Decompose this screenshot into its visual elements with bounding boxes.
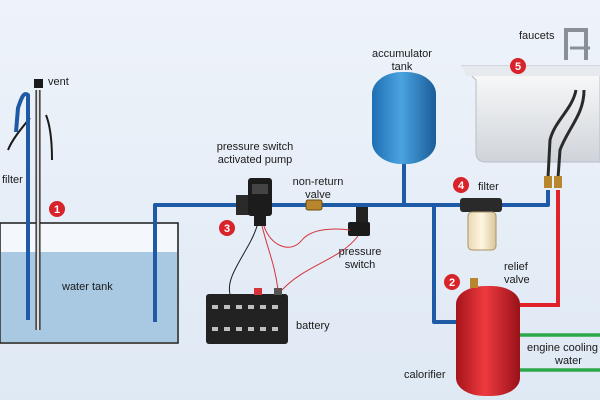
marker-2: 2: [444, 274, 460, 290]
hot-water-pipes: [520, 190, 560, 307]
marker-4: 4: [453, 177, 469, 193]
marker-3-text: 3: [224, 223, 230, 235]
label-pump-line1: pressure switch: [217, 141, 293, 153]
label-engine-line2: water: [554, 355, 582, 367]
label-vent: vent: [48, 76, 69, 88]
label-relief-line2: valve: [504, 274, 530, 286]
label-faucets: faucets: [519, 30, 555, 42]
label-pressure-switch-line2: switch: [345, 259, 376, 271]
wiring: [228, 225, 359, 295]
label-accumulator-line2: tank: [392, 61, 413, 73]
calorifier-tank: [456, 278, 520, 396]
label-calorifier: calorifier: [404, 369, 446, 381]
marker-4-text: 4: [458, 180, 465, 192]
label-nonreturn-line2: valve: [305, 189, 331, 201]
marker-2-text: 2: [449, 277, 455, 289]
water-tank: [0, 222, 179, 344]
label-relief-line1: relief: [504, 261, 529, 273]
label-nonreturn-line1: non-return: [293, 176, 344, 188]
label-pump-line2: activated pump: [218, 154, 293, 166]
engine-cooling-pipes: [520, 333, 600, 372]
vent-pipe: [7, 79, 53, 330]
non-return-valve: [305, 199, 323, 211]
pressure-switch-device: [348, 207, 370, 236]
label-engine-line1: engine cooling: [527, 342, 598, 354]
sink-with-faucets: [460, 28, 600, 188]
marker-3: 3: [219, 220, 235, 236]
label-filter-right: filter: [478, 181, 499, 193]
marker-1: 1: [49, 201, 65, 217]
marker-1-text: 1: [54, 204, 60, 216]
label-water-tank: water tank: [61, 281, 113, 293]
marker-5-text: 5: [515, 61, 521, 73]
marker-5: 5: [510, 58, 526, 74]
label-accumulator-line1: accumulator: [372, 48, 432, 60]
label-filter-left: filter: [2, 174, 23, 186]
label-pressure-switch-line1: pressure: [339, 246, 382, 258]
cold-water-pipes: [14, 92, 550, 324]
battery: [206, 288, 288, 344]
label-battery: battery: [296, 320, 330, 332]
inline-filter: [460, 198, 502, 251]
pressure-switch-pump: [236, 178, 272, 226]
accumulator-tank: [372, 72, 436, 164]
